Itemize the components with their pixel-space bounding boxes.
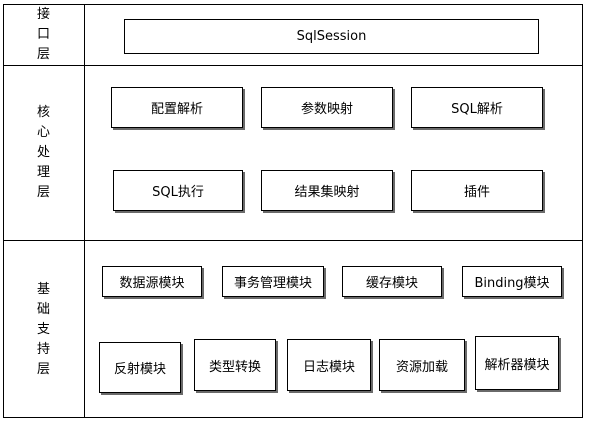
module-transaction: 事务管理模块	[222, 266, 324, 297]
layer-label-base: 基 础 支 持 层	[36, 281, 50, 377]
module-parameter-mapping: 参数映射	[261, 87, 393, 128]
module-plugin: 插件	[411, 170, 543, 211]
module-resultset-mapping: 结果集映射	[261, 170, 393, 211]
module-parser: 解析器模块	[475, 336, 559, 390]
layer-divider-interface-core	[3, 65, 583, 66]
module-resource-loading: 资源加载	[379, 339, 465, 391]
layer-divider-core-base	[3, 240, 583, 241]
module-logging: 日志模块	[287, 339, 371, 391]
module-config-parsing: 配置解析	[111, 87, 243, 128]
module-cache: 缓存模块	[342, 266, 442, 297]
module-sql-execution: SQL执行	[113, 170, 243, 211]
label-column-divider	[84, 4, 85, 418]
module-type-conversion: 类型转换	[194, 339, 276, 391]
module-datasource: 数据源模块	[102, 266, 202, 297]
layer-label-core: 核 心 处 理 层	[36, 105, 50, 200]
module-binding: Binding模块	[462, 266, 562, 297]
architecture-frame	[3, 4, 583, 418]
module-sqlsession: SqlSession	[124, 19, 539, 54]
module-sql-parsing: SQL解析	[411, 87, 543, 128]
layer-label-interface: 接 口 层	[36, 7, 50, 62]
module-reflection: 反射模块	[99, 342, 181, 393]
